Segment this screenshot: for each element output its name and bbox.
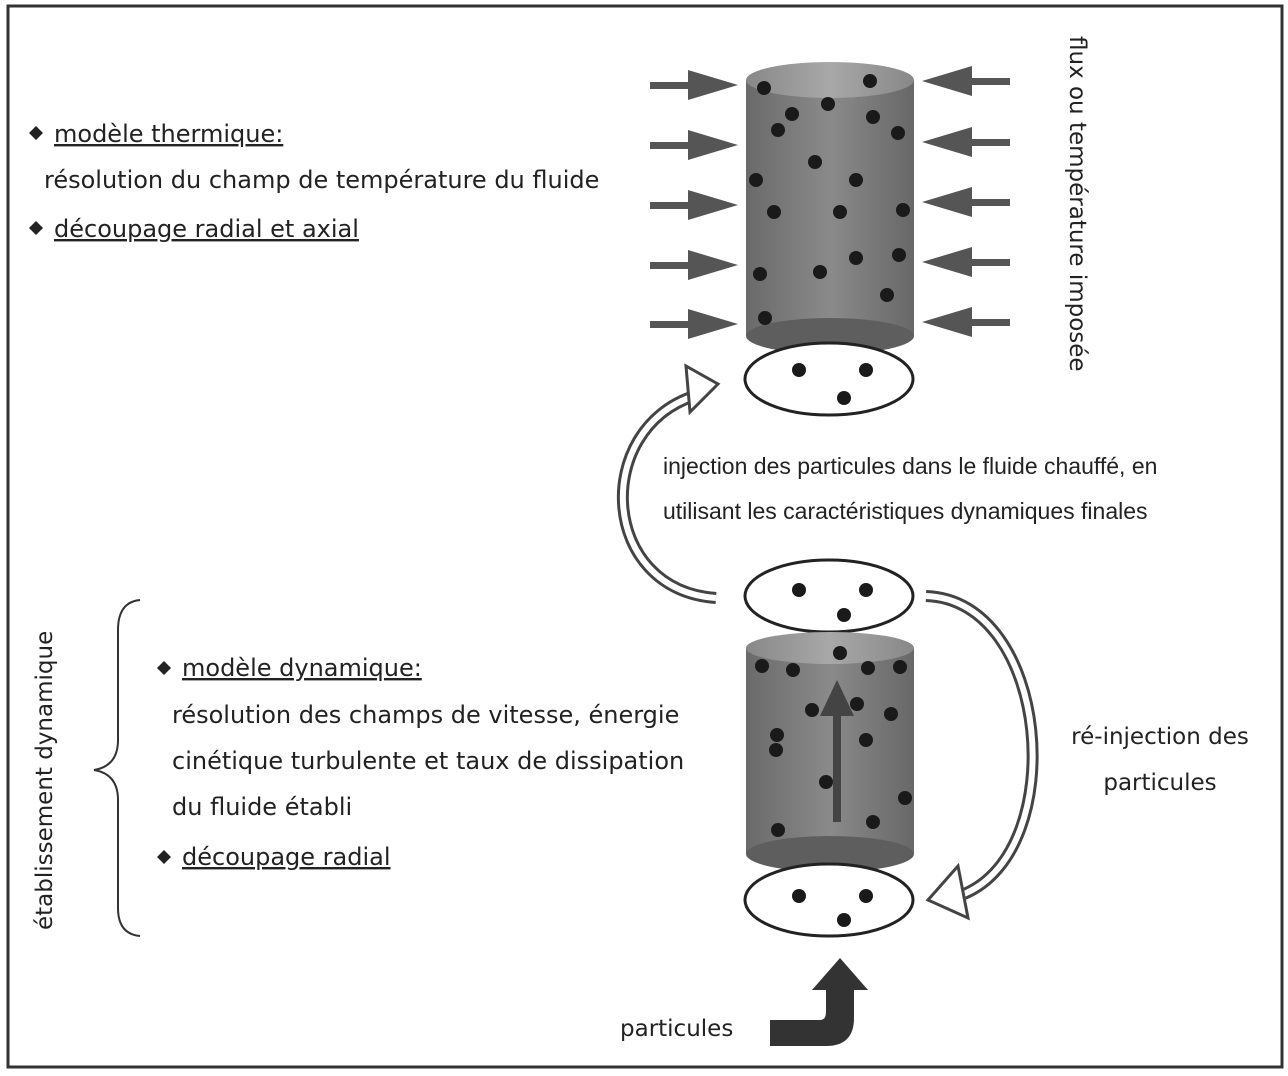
flow-direction-arrow-icon (820, 680, 854, 822)
arrow-right-icon (650, 190, 738, 220)
bullet-diamond-icon (157, 661, 171, 675)
arrow-right-icon (650, 250, 738, 280)
reinjection-text-line2: particules (1103, 770, 1216, 796)
arrow-left-icon (922, 307, 1010, 337)
dynamic-model-line1: résolution des champs de vitesse, énergi… (172, 701, 679, 729)
particles-input-label: particules (620, 1016, 733, 1042)
arrow-right-icon (650, 70, 738, 100)
arrow-right-icon (650, 130, 738, 160)
bottom-cross-section (743, 862, 915, 938)
thermal-model-title: modèle thermique: (54, 120, 283, 148)
outer-frame (6, 4, 1284, 1069)
dynamic-model-line2: cinétique turbulente et taux de dissipat… (172, 747, 684, 775)
reinjection-curved-arrow (925, 590, 1039, 921)
arrow-right-icon (650, 309, 738, 339)
bullet-diamond-icon (29, 126, 43, 140)
bullet-diamond-icon (157, 850, 171, 864)
arrow-left-icon (922, 187, 1010, 217)
particle-dots (749, 74, 910, 325)
particle-dots (755, 646, 912, 837)
middle-cross-section (743, 558, 915, 634)
thermal-model-block: modèle thermique: résolution du champ de… (29, 120, 599, 243)
arrow-left-icon (922, 66, 1010, 96)
dynamic-model-line3: du fluide établi (172, 793, 352, 821)
particles-input-arrow-icon (770, 958, 868, 1046)
heat-flux-arrows-left (650, 70, 738, 339)
thermal-discretization: découpage radial et axial (54, 215, 359, 243)
heated-cylinder (746, 62, 914, 354)
heat-flux-arrows-right (922, 66, 1010, 337)
dynamic-model-block: modèle dynamique: résolution des champs … (157, 654, 684, 871)
top-cross-section (743, 341, 915, 417)
injection-curved-arrow (616, 363, 721, 604)
reinjection-text-line1: ré-injection des (1071, 724, 1249, 750)
imposed-flux-label: flux ou température imposée (1064, 36, 1090, 372)
curly-brace (93, 599, 141, 937)
injection-text-line2: utilisant les caractéristiques dynamique… (663, 498, 1148, 524)
dynamic-cylinder (746, 632, 914, 872)
dynamic-discretization: découpage radial (182, 843, 391, 871)
arrow-left-icon (922, 127, 1010, 157)
thermal-model-description: résolution du champ de température du fl… (44, 166, 599, 194)
dynamic-model-title: modèle dynamique: (182, 654, 422, 682)
bullet-diamond-icon (29, 221, 43, 235)
arrow-left-icon (922, 247, 1010, 277)
establishment-label: établissement dynamique (32, 631, 58, 930)
injection-text-line1: injection des particules dans le fluide … (663, 453, 1157, 479)
